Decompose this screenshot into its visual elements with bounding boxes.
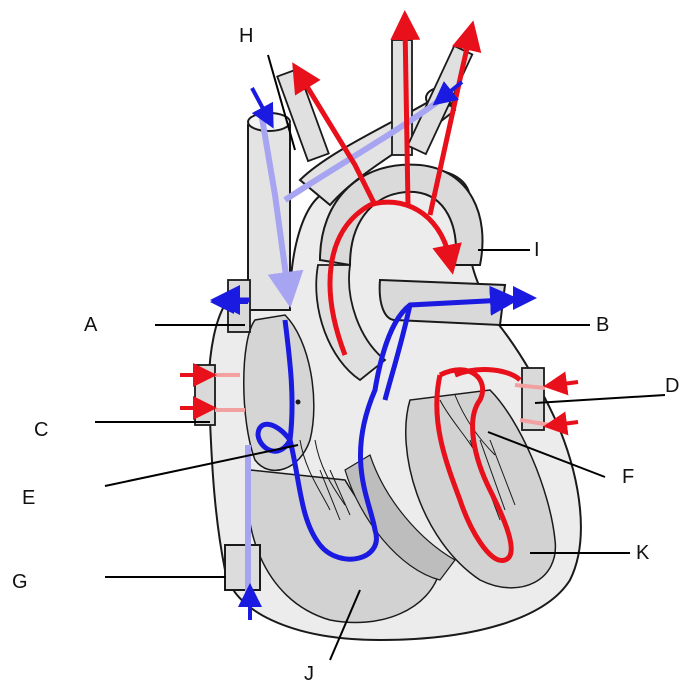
label-g: G — [12, 572, 28, 592]
red-arrow-icon — [555, 382, 578, 385]
inferior-vena-cava — [225, 545, 260, 590]
aorta-branch-2 — [405, 25, 408, 205]
red-arrow-icon — [555, 422, 578, 425]
label-f: F — [622, 467, 634, 487]
leader-line-d — [535, 395, 665, 403]
node-marker — [296, 400, 300, 404]
label-b: B — [596, 315, 609, 335]
label-k: K — [636, 543, 649, 563]
label-i: I — [534, 240, 540, 260]
label-a: A — [84, 315, 97, 335]
label-h: H — [239, 26, 253, 46]
label-d: D — [665, 376, 679, 396]
label-e: E — [22, 488, 35, 508]
label-j: J — [304, 664, 314, 684]
label-c: C — [34, 420, 48, 440]
